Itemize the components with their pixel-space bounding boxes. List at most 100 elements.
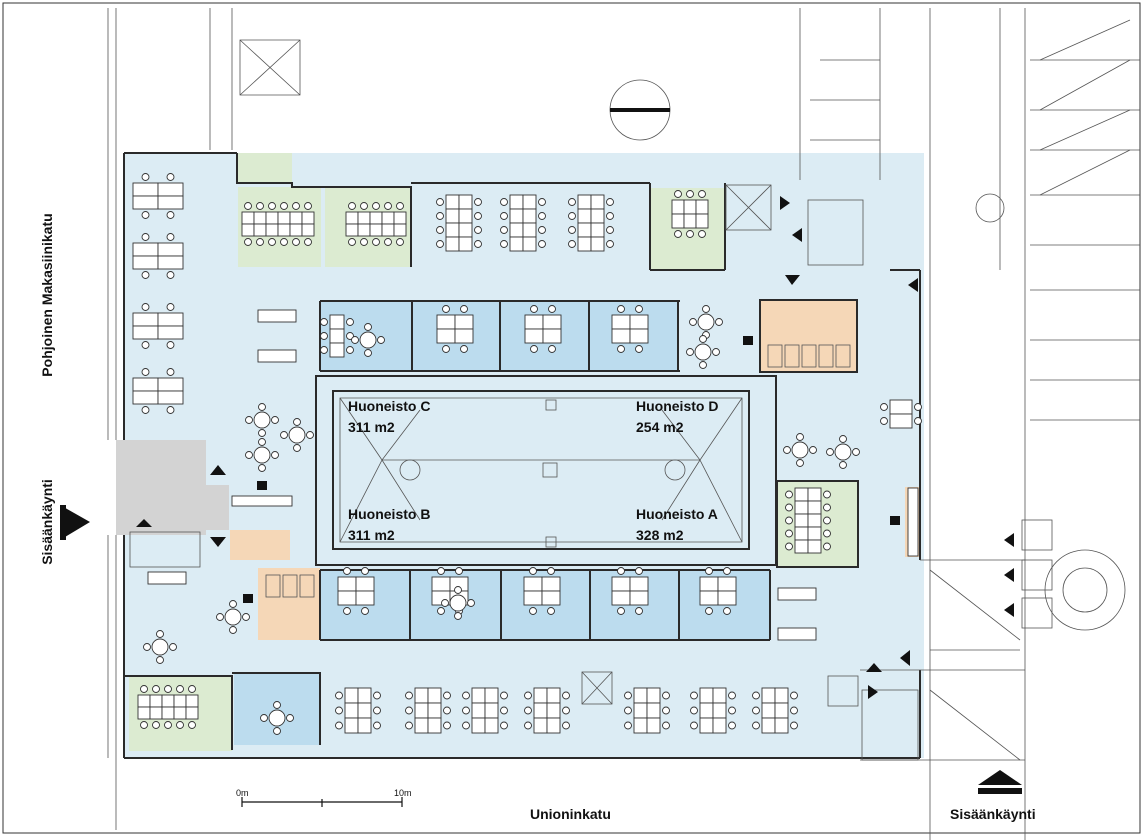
chair [443,691,451,700]
desk [646,687,661,704]
desk [132,182,159,197]
chair [785,490,793,499]
desk [329,314,345,330]
apartment-name: Huoneisto C [348,398,431,414]
chair [462,691,470,700]
desk [611,576,631,592]
entrance-arrow-west-bar [60,505,66,540]
chair [617,305,625,313]
chair [176,685,184,693]
chair [460,345,468,353]
desk [345,211,359,225]
desk [157,182,184,197]
desk [137,694,151,708]
desk [329,328,345,344]
chair [690,721,698,730]
desk [345,223,359,237]
chair [624,706,632,715]
chair [293,444,301,452]
desk [807,500,822,515]
chair [529,567,537,575]
desk [355,576,375,592]
chair [166,341,175,349]
chair [143,643,151,651]
chair [689,318,697,326]
desk-cluster [345,202,407,246]
desk [484,687,499,704]
lift-east [1021,597,1053,629]
chair [244,238,252,246]
column [542,462,558,478]
apartment-name: Huoneisto B [348,506,431,522]
desk-cluster [611,305,649,353]
sofa [257,349,297,363]
desk [577,194,592,210]
scale-bar [241,797,403,807]
desk [458,208,473,224]
desk [712,687,727,704]
desk [137,706,151,720]
chair [384,202,392,210]
chair [839,435,847,443]
chair [538,226,546,234]
chair [699,361,707,369]
chair [562,691,570,700]
chair [442,345,450,353]
chair [256,202,264,210]
desk-cluster [568,194,614,252]
chair [548,345,556,353]
apartment-name: Huoneisto D [636,398,719,414]
desk [717,576,737,592]
round-table [359,331,377,349]
column [399,459,421,481]
chair [467,599,475,607]
desk-cluster [436,305,474,353]
desk [431,576,451,592]
chair [343,567,351,575]
wc-stall [818,344,834,368]
chair [245,451,253,459]
chair [785,542,793,551]
chair [568,226,576,234]
chair [674,190,682,198]
desk [344,717,359,734]
chair [783,446,791,454]
desk [445,208,460,224]
room-walls-south [319,569,771,641]
chair [500,691,508,700]
chair [728,691,736,700]
chair [809,446,817,454]
chair [346,332,354,340]
desk [132,390,159,405]
cores [129,184,1053,761]
lift-south [581,671,613,705]
chair [443,721,451,730]
desk-cluster [880,399,922,429]
chair [686,348,694,356]
desk [807,526,822,541]
desk-cluster [405,687,451,734]
desk [157,312,184,327]
desk [471,687,486,704]
lift-se [827,675,859,707]
chair [606,212,614,220]
chair [306,431,314,439]
chair [258,438,266,446]
stair-core-ne [807,199,864,266]
lift-marker [136,519,152,527]
desk [173,706,187,720]
desk-cluster [132,173,184,219]
desk [132,325,159,340]
coffee-icon [257,481,267,490]
lift-marker [785,275,800,285]
chair [796,459,804,467]
chair [914,403,922,411]
desk [436,328,456,344]
desk [241,211,255,225]
chair [286,714,294,722]
stair-core-se [861,689,919,761]
coffee-icon [890,516,900,525]
chair [524,691,532,700]
chair [304,238,312,246]
